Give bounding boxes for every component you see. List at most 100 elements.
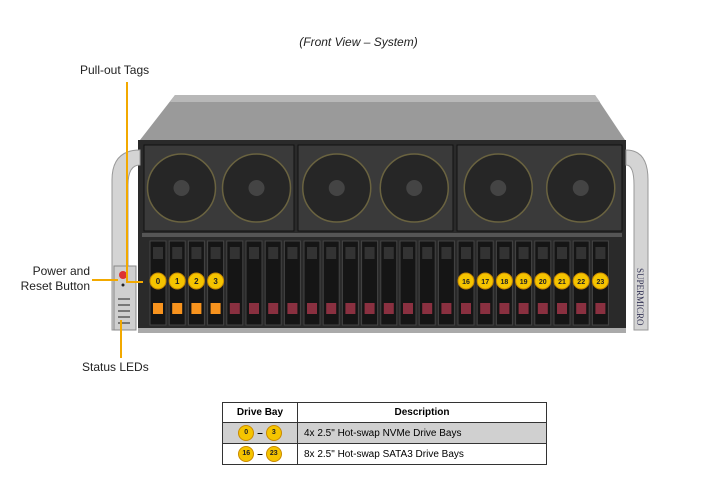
header-description: Description [297,402,547,423]
fan-module [456,144,623,232]
drive-bay[interactable]: 17 [476,240,494,326]
bay-number: 19 [520,279,528,286]
drive-bay[interactable]: 21 [553,240,571,326]
status-led [118,298,130,300]
chassis-top [140,95,625,140]
drive-bay[interactable]: 22 [572,240,590,326]
drive-bay[interactable] [437,240,455,326]
status-led [118,322,130,324]
drive-latch [345,303,356,314]
right-handle [625,149,649,331]
bay-badge: 0 [238,425,255,441]
bay-number: 21 [558,279,566,286]
drive-latch [153,303,163,314]
pull-out-tags-label: Pull-out Tags [80,63,150,77]
bay-number-badge [149,272,167,290]
drive-bay[interactable]: 0 [149,240,167,326]
drive-latch [172,303,183,314]
drive-bay[interactable]: 1 [168,240,186,326]
drive-latch [441,303,452,314]
bay-number: 2 [194,277,199,286]
drive-latch [229,303,240,314]
drive-latch [403,303,413,314]
drive-latch [191,303,202,314]
bay-number: 0 [156,277,161,286]
bay-badge: 16 [238,446,255,462]
drive-bay[interactable]: 20 [534,240,552,326]
drive-bay[interactable]: 3 [207,240,225,326]
bay-number: 22 [577,279,585,286]
drive-bay[interactable] [303,240,321,326]
drive-bay[interactable] [322,240,340,326]
drive-bay[interactable] [361,240,379,326]
drive-bay[interactable] [226,240,244,326]
drive-bay[interactable]: 23 [591,240,609,326]
drive-latch [326,303,337,314]
drive-latch [576,303,587,314]
bay-number-badge [534,272,552,290]
status-led [118,310,130,312]
drive-latch [422,303,433,314]
drive-latch [461,303,471,314]
bay-number: 17 [481,279,489,286]
diagram-title: (Front View – System) [299,35,418,49]
drive-latch [287,303,298,314]
bay-badge: 23 [265,446,282,462]
drive-latch [307,303,317,314]
drive-bay[interactable] [418,240,436,326]
bay-number-badge [187,272,205,290]
bay-number: 3 [213,277,218,286]
bay-number-badge [495,272,513,290]
bay-number-badge [168,272,186,290]
drive-bay[interactable]: 2 [187,240,205,326]
fan-module [297,144,454,232]
bay-number-badge [515,272,533,290]
bay-number: 18 [501,279,509,286]
bay-number: 20 [539,279,547,286]
table-row: 0–3 4x 2.5" Hot-swap NVMe Drive Bays [222,422,547,444]
status-led [118,304,130,306]
drive-latch [210,303,221,314]
drive-latch [249,303,259,314]
drive-latch [383,303,394,314]
bay-number-badge [476,272,494,290]
drive-bay[interactable] [283,240,301,326]
bay-number: 23 [597,279,605,286]
drive-latch [364,303,375,314]
bay-number-badge [207,272,225,290]
drive-bay-table: Drive Bay Description 0–3 4x 2.5" Hot-sw… [222,402,547,465]
drive-bay[interactable]: 18 [495,240,513,326]
status-led [118,316,130,318]
table-row: 16–23 8x 2.5" Hot-swap SATA3 Drive Bays [222,443,547,465]
drive-bay[interactable] [264,240,282,326]
drive-bay[interactable] [380,240,398,326]
drive-bay[interactable] [245,240,263,326]
header-drive-bay: Drive Bay [222,402,298,423]
drive-latch [268,303,279,314]
drive-bay[interactable]: 16 [457,240,475,326]
status-leds-label: Status LEDs [82,360,149,374]
drive-bay[interactable] [399,240,417,326]
drive-bay[interactable]: 19 [515,240,533,326]
power-button [119,271,127,279]
power-reset-label: Power and Reset Button [20,264,90,293]
reset-button [121,283,125,287]
brand-logo: SUPERMICRO [635,268,645,326]
bay-number: 1 [175,277,180,286]
row-description: 8x 2.5" Hot-swap SATA3 Drive Bays [297,443,547,465]
bay-number-badge [553,272,571,290]
drive-latch [557,303,567,314]
drive-latch [480,303,491,314]
drive-latch [537,303,548,314]
bay-badge: 3 [265,425,282,441]
bay-number-badge [572,272,590,290]
pull-out-tags-line [126,82,143,283]
drive-latch [499,303,510,314]
bay-number-badge [457,272,475,290]
row-description: 4x 2.5" Hot-swap NVMe Drive Bays [297,422,547,444]
drive-bay[interactable] [341,240,359,326]
bay-number: 16 [462,279,470,286]
drive-latch [518,303,529,314]
